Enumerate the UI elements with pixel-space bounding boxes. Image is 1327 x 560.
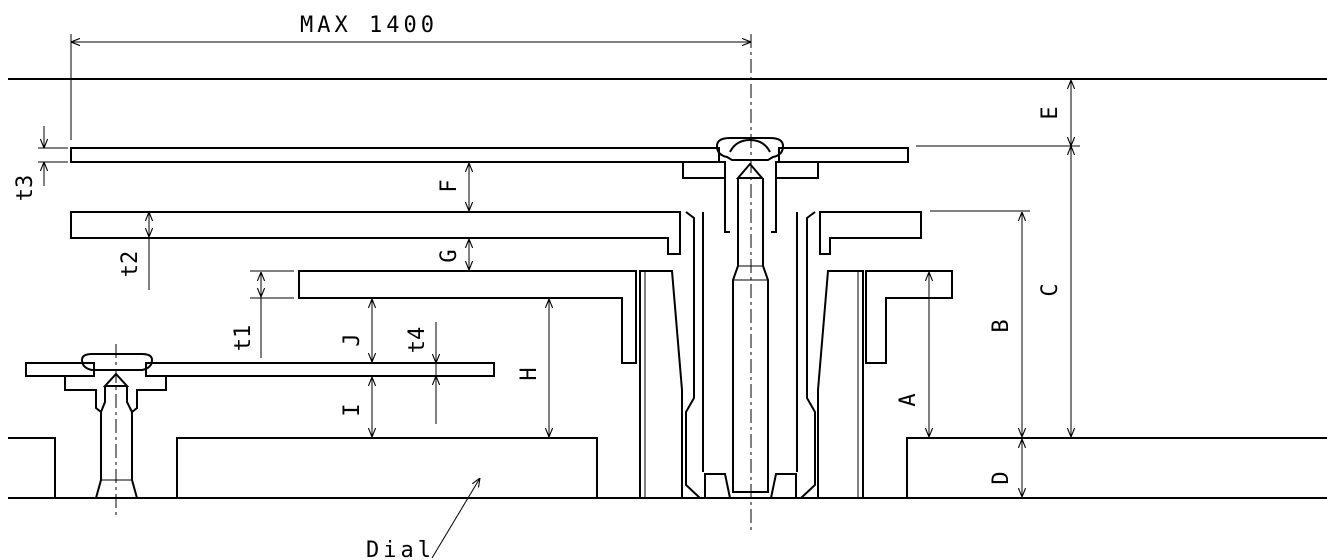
dim-label-t4: t4 <box>405 327 430 354</box>
dim-label-I: I <box>340 403 365 416</box>
dim-label-E: E <box>1038 106 1063 119</box>
dim-label-D: D <box>989 471 1014 484</box>
center-sleeves <box>639 211 864 499</box>
second-plate <box>70 211 922 255</box>
dim-label-t1: t1 <box>231 325 256 352</box>
dim-label-B: B <box>989 319 1014 332</box>
dim-label-J: J <box>340 333 365 346</box>
dim-label-H: H <box>517 367 542 380</box>
dim-label-t2: t2 <box>118 251 143 278</box>
dim-label-F: F <box>437 179 462 192</box>
dim-label-G: G <box>437 249 462 262</box>
dim-label-C: C <box>1038 283 1063 296</box>
dial-label: Dial <box>366 538 435 560</box>
third-plate <box>298 270 953 364</box>
dim-label-t3: t3 <box>13 175 38 202</box>
dial-base <box>8 437 1327 498</box>
centerlines <box>115 34 752 532</box>
left-small-plate <box>25 353 495 499</box>
dial-leader <box>431 478 480 559</box>
extension-lines <box>38 34 1080 299</box>
dim-label-A: A <box>896 393 921 406</box>
dimension-lines <box>44 42 1071 497</box>
overall-dimension-label: MAX 1400 <box>300 13 438 38</box>
frame-lines <box>8 78 1327 499</box>
